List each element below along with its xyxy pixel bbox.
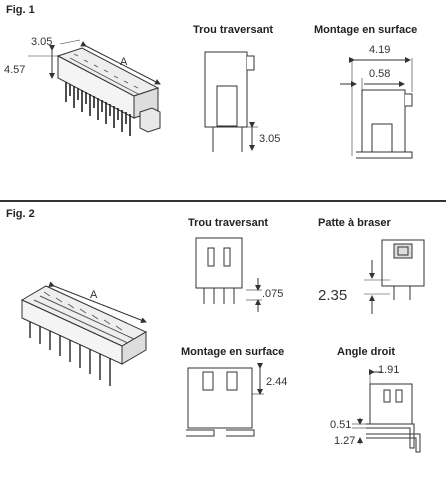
fig1-dim-surface-overall: 4.19 <box>369 44 391 56</box>
fig2-dim-right-angle-offset: 1.91 <box>378 364 400 376</box>
fig1-dim-height: 4.57 <box>4 64 26 76</box>
fig2-right-angle-title: Angle droit <box>337 346 396 358</box>
fig1-dim-through-hole-pin: 3.05 <box>259 133 281 145</box>
fig2-label: Fig. 2 <box>6 208 35 220</box>
fig1-through-hole-title: Trou traversant <box>193 24 274 36</box>
fig2-solder-tab-drawing <box>364 239 425 314</box>
section-divider <box>0 200 446 202</box>
fig2-dim-solder-tab: 2.35 <box>318 287 348 304</box>
fig1-connector-drawing <box>28 39 161 136</box>
fig2-solder-tab-title: Patte à braser <box>318 217 391 229</box>
fig2-dim-right-angle-pitch: 1.27 <box>334 435 356 447</box>
fig1-dim-width: 3.05 <box>31 36 53 48</box>
fig2-dim-through-hole-pin: .075 <box>262 288 284 300</box>
fig2-surface-mount-title: Montage en surface <box>181 346 285 358</box>
fig2-connector-drawing <box>20 281 148 386</box>
fig1-dim-surface-step: 0.58 <box>369 68 391 80</box>
fig1-label: Fig. 1 <box>6 4 35 16</box>
fig2-dim-right-angle-thickness: 0.51 <box>330 419 352 431</box>
fig2-right-angle-drawing <box>352 369 421 453</box>
fig2-through-hole-title: Trou traversant <box>188 217 269 229</box>
fig1-surface-mount-drawing <box>340 57 413 159</box>
fig2-through-hole-drawing <box>195 237 262 312</box>
fig2-dim-surface-height: 2.44 <box>266 376 288 388</box>
fig1-surface-mount-title: Montage en surface <box>314 24 418 36</box>
fig1-through-hole-drawing <box>204 51 258 152</box>
fig2-surface-mount-drawing <box>186 363 264 437</box>
